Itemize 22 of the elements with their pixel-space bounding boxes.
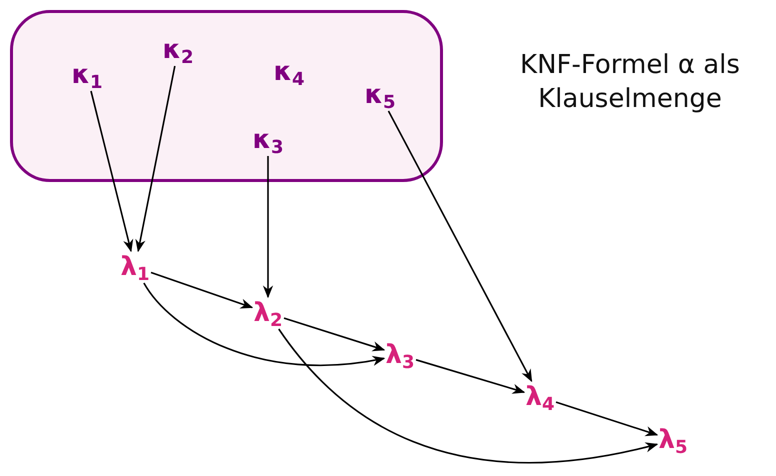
arrow: [143, 282, 386, 366]
clause-label: κ$_{1}$: [71, 59, 103, 91]
arrow: [556, 401, 658, 436]
literal-label: λ$_{3}$: [384, 339, 416, 371]
group-frame: [10, 10, 443, 182]
arrow: [284, 317, 386, 352]
arrow: [262, 156, 274, 298]
clause-label: κ$_{3}$: [252, 124, 284, 156]
literal-label: λ$_{4}$: [524, 381, 556, 413]
arrow: [388, 110, 532, 382]
literal-label: λ$_{5}$: [657, 424, 689, 456]
literal-label: λ$_{1}$: [119, 251, 151, 283]
clause-label: κ$_{2}$: [162, 34, 194, 66]
arrow: [150, 272, 254, 309]
arrow: [135, 66, 176, 252]
clause-label: κ$_{4}$: [273, 56, 305, 88]
literal-label: λ$_{2}$: [252, 297, 284, 329]
clause-label: κ$_{5}$: [364, 79, 396, 111]
caption-text: KNF-Formel α als Klauselmenge: [519, 49, 741, 116]
arrow: [278, 328, 658, 464]
arrow: [416, 359, 526, 394]
arrow: [90, 90, 134, 252]
